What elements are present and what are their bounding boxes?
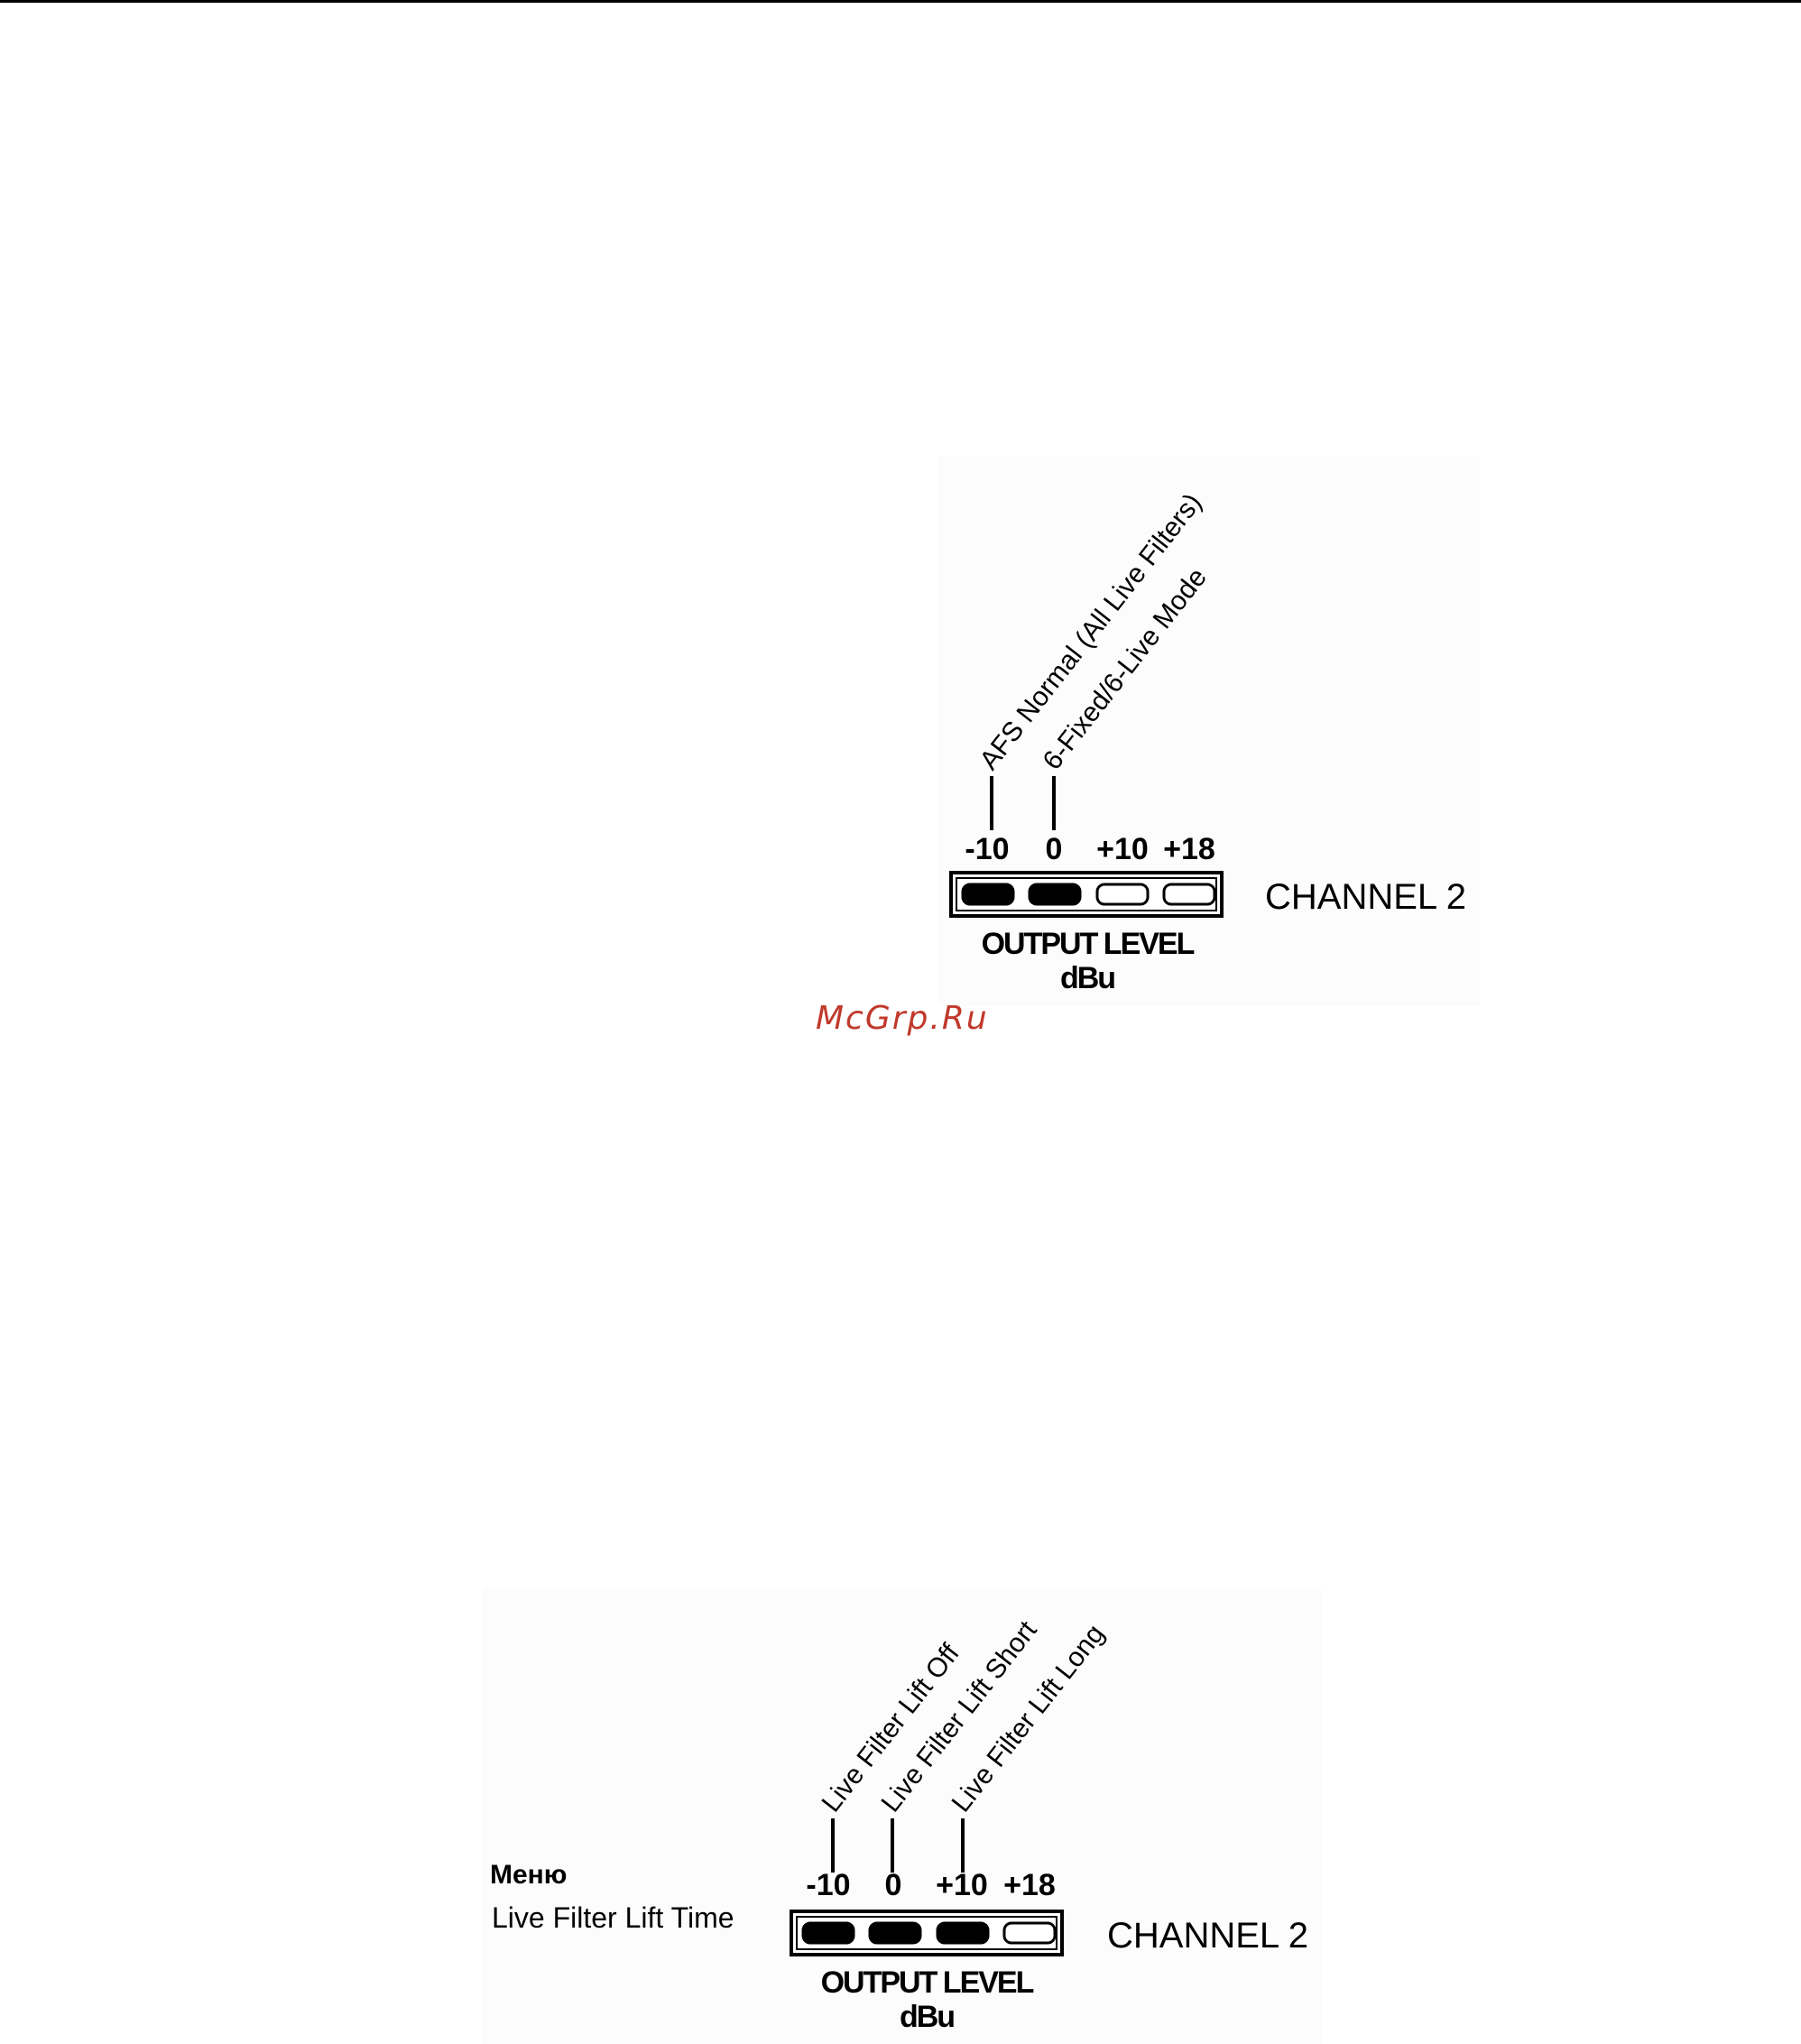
output-level-label: OUTPUT LEVEL [821,1965,1034,2000]
tick-label: 0 [885,1868,902,1902]
figure-live-filter-lift-time: Меню Live Filter Lift Time Live Filter L… [483,1588,1322,2044]
output-level-label: OUTPUT LEVEL [982,927,1195,961]
led-indicator [1164,884,1215,904]
tick-label: -10 [965,832,1009,866]
menu-title: Меню [490,1860,567,1890]
led-indicator [937,1923,988,1943]
tick-label: +18 [1163,832,1215,866]
figure-2-svg: Меню Live Filter Lift Time Live Filter L… [483,1588,1322,2044]
unit-label: dBu [1060,961,1114,995]
led-indicator [1030,884,1080,904]
tick-label: +10 [936,1868,988,1902]
tick-label: +18 [1003,1868,1056,1902]
led-indicator [963,884,1013,904]
led-indicator [1097,884,1148,904]
channel-label: CHANNEL 2 [1107,1916,1308,1956]
channel-label: CHANNEL 2 [1265,877,1466,917]
top-rule [0,0,1801,3]
unit-label: dBu [900,2000,954,2034]
led-indicator [870,1923,920,1943]
tick-label: -10 [806,1868,850,1902]
menu-item-label: Live Filter Lift Time [492,1901,734,1934]
tick-label: 0 [1046,832,1063,866]
led-indicator [1004,1923,1055,1943]
watermark: McGrp.Ru [816,1000,989,1037]
led-indicator [803,1923,854,1943]
figure-output-level-afs-mode: AFS Normal (All Live Filters) 6-Fixed/6-… [938,456,1480,1006]
tick-label: +10 [1096,832,1149,866]
figure-1-svg: AFS Normal (All Live Filters) 6-Fixed/6-… [938,456,1480,1006]
